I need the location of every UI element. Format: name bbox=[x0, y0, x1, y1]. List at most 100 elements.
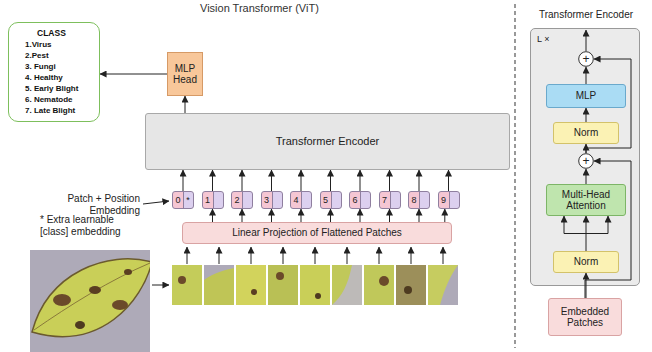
connector bbox=[183, 170, 184, 191]
patch-tiles bbox=[172, 265, 458, 305]
connector bbox=[212, 170, 213, 191]
patch-spot bbox=[404, 286, 412, 294]
connector-line bbox=[330, 209, 331, 222]
connector bbox=[100, 74, 167, 75]
connector bbox=[448, 170, 449, 191]
pointer-arrow bbox=[143, 201, 169, 204]
token-number: 9 bbox=[439, 196, 449, 205]
connector-line bbox=[330, 170, 331, 191]
note-label: Patch + Position Embedding bbox=[40, 193, 140, 217]
patch-tile bbox=[332, 265, 362, 305]
box-label: MLP bbox=[576, 90, 597, 102]
patch-leaf bbox=[440, 265, 458, 305]
connector-line bbox=[301, 209, 302, 222]
patch-token: 7 bbox=[379, 191, 401, 209]
output-arrow bbox=[586, 30, 587, 51]
leaf-spot bbox=[75, 321, 85, 329]
box-label: Embedded Patches bbox=[549, 306, 621, 329]
connector-line bbox=[608, 216, 609, 234]
leaf-spot bbox=[89, 286, 101, 294]
connector-line bbox=[586, 273, 587, 298]
connector bbox=[212, 209, 213, 222]
patch-arrow bbox=[219, 247, 220, 264]
token-number: 4 bbox=[291, 196, 301, 205]
token-number: 0 bbox=[173, 196, 183, 205]
connector bbox=[585, 161, 631, 298]
connector bbox=[444, 209, 445, 222]
connector-line bbox=[301, 170, 302, 191]
box-label: Multi-Head Attention bbox=[547, 189, 625, 212]
leaf-spot bbox=[112, 300, 128, 310]
patch-tile bbox=[300, 265, 330, 305]
connector-line bbox=[271, 170, 272, 191]
encoder-block: Transformer EncoderL ×+MLPNorm+Multi-Hea… bbox=[530, 28, 640, 286]
box-label: Norm bbox=[574, 127, 598, 139]
patch-tile bbox=[396, 265, 426, 305]
class-item: 2.Pest bbox=[25, 50, 49, 61]
patch-token: 0* bbox=[172, 191, 194, 209]
patch-token: 1 bbox=[202, 191, 224, 209]
leaf-spot bbox=[124, 269, 132, 275]
connector bbox=[360, 209, 361, 222]
connector-line bbox=[586, 108, 587, 122]
connector-line bbox=[419, 170, 420, 191]
connector-line bbox=[564, 216, 565, 234]
attention-box: Multi-Head Attention bbox=[546, 184, 626, 216]
connector-line bbox=[212, 209, 213, 222]
patch-leaf bbox=[204, 268, 234, 305]
patch-token: 3 bbox=[261, 191, 283, 209]
connector bbox=[389, 209, 390, 222]
embedded-patches-box: Embedded Patches bbox=[548, 298, 622, 336]
patch-tile bbox=[204, 265, 234, 305]
connector bbox=[586, 169, 587, 184]
patch-tile bbox=[364, 265, 394, 305]
token-number: 7 bbox=[380, 196, 390, 205]
token-number: 6 bbox=[350, 196, 360, 205]
connector-line bbox=[271, 209, 272, 222]
patch-tile bbox=[236, 265, 266, 305]
circle-outline bbox=[579, 154, 594, 169]
patch-tile bbox=[172, 265, 202, 305]
patch-arrow bbox=[251, 247, 252, 264]
patch-token: 9 bbox=[438, 191, 460, 209]
patch-arrow bbox=[443, 247, 444, 264]
connector-line bbox=[212, 170, 213, 191]
connector bbox=[586, 67, 587, 84]
token-number: 8 bbox=[409, 196, 419, 205]
connector bbox=[242, 170, 243, 191]
connector-line bbox=[448, 170, 449, 191]
connector bbox=[185, 96, 186, 113]
connector bbox=[330, 209, 331, 222]
connector-line bbox=[586, 67, 587, 84]
norm-box: Norm bbox=[553, 122, 619, 144]
patch-arrows bbox=[187, 247, 443, 264]
mlp-head-box: MLP Head bbox=[167, 52, 203, 96]
box-label: Norm bbox=[574, 256, 598, 268]
class-heading: CLASS bbox=[37, 28, 66, 39]
class-item: 7. Late Blight bbox=[25, 105, 75, 116]
class-item: 3. Fungi bbox=[25, 61, 56, 72]
patch-token: 5 bbox=[320, 191, 342, 209]
connector bbox=[419, 170, 420, 191]
connector-line bbox=[100, 74, 167, 75]
patch-spot bbox=[379, 276, 389, 286]
connector bbox=[242, 209, 243, 222]
class-token-mark: * bbox=[183, 196, 193, 205]
leaf-photo bbox=[32, 259, 150, 337]
class-list-box: CLASS1.Virus2.Pest3. Fungi4. Healthy5. E… bbox=[8, 22, 100, 122]
connector bbox=[330, 170, 331, 191]
connector bbox=[564, 216, 608, 251]
connector-line bbox=[183, 170, 184, 191]
connector bbox=[360, 170, 361, 191]
connector-line bbox=[242, 209, 243, 222]
block-title: Transformer Encoder bbox=[521, 9, 651, 21]
patch-arrow bbox=[347, 247, 348, 264]
plus-sign: + bbox=[582, 53, 589, 65]
connector bbox=[419, 209, 420, 222]
patch-arrow bbox=[283, 247, 284, 264]
pointer-arrow bbox=[152, 285, 169, 286]
patch-token: 8 bbox=[408, 191, 430, 209]
connector-line bbox=[389, 209, 390, 222]
token-number: 1 bbox=[203, 196, 213, 205]
